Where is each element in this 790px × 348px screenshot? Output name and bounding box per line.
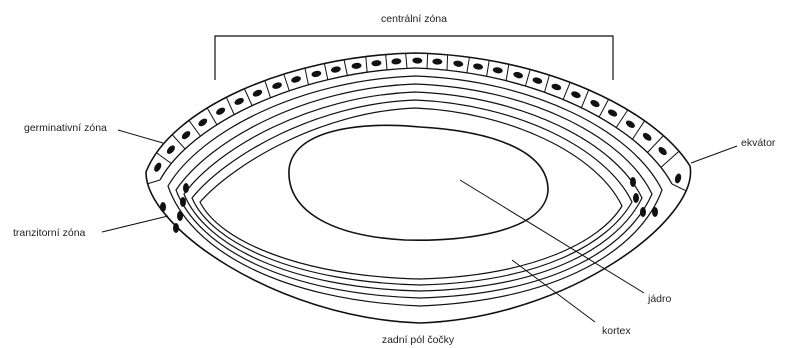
label-germinative-zone: germinativní zóna xyxy=(24,122,107,134)
lens-nucleus xyxy=(289,125,548,240)
cell-wall xyxy=(284,74,290,91)
cell-nucleus xyxy=(607,108,619,118)
label-transitional-zone: tranzitorní zóna xyxy=(13,227,86,239)
cell-wall xyxy=(207,108,217,125)
cell-wall xyxy=(544,75,549,92)
cell-wall xyxy=(487,60,490,76)
central-zone-bracket xyxy=(215,36,613,80)
cell-nucleus xyxy=(641,131,653,142)
cell-wall xyxy=(148,180,160,184)
cell-wall xyxy=(427,53,428,68)
cell-nucleus xyxy=(252,88,264,98)
leader-lines xyxy=(102,130,737,322)
cell-wall xyxy=(616,110,628,128)
cell-nucleus xyxy=(432,58,442,64)
cell-wall xyxy=(386,55,387,70)
cell-nucleus xyxy=(290,75,301,84)
cell-nucleus xyxy=(233,97,245,107)
cell-nucleus xyxy=(391,58,401,65)
cell-nucleus xyxy=(351,62,361,69)
germinative-zone-leader xyxy=(118,130,163,143)
cell-nucleus xyxy=(165,144,176,155)
cell-nucleus xyxy=(589,99,601,109)
cell-wall xyxy=(672,184,686,191)
cell-wall xyxy=(226,97,234,114)
cell-wall xyxy=(632,121,644,139)
cell-wall xyxy=(581,90,588,108)
cell-wall xyxy=(563,82,570,99)
cell-nucleus xyxy=(657,145,668,156)
cell-nucleus xyxy=(625,119,637,130)
label-posterior-pole: zadní pól čočky xyxy=(382,334,455,346)
cell-nucleus xyxy=(412,57,422,63)
cell-nucleus xyxy=(674,173,682,184)
cell-wall xyxy=(366,57,367,73)
cell-nucleus xyxy=(330,66,341,74)
transitional-zone-leader xyxy=(102,216,168,232)
cell-wall xyxy=(447,55,448,70)
cell-wall xyxy=(344,60,347,76)
cell-nucleus xyxy=(271,81,282,90)
cell-wall xyxy=(189,120,200,136)
cell-wall xyxy=(406,53,407,68)
cell-nucleus xyxy=(153,161,163,173)
cell-wall xyxy=(324,64,327,80)
label-central-zone: centrální zóna xyxy=(381,13,447,25)
cell-wall xyxy=(305,68,308,85)
cell-wall xyxy=(265,81,271,98)
cell-nucleus xyxy=(180,130,191,141)
cell-wall xyxy=(244,89,252,106)
equator-leader xyxy=(691,146,737,163)
cell-nucleus xyxy=(532,76,543,85)
cell-wall xyxy=(467,57,470,73)
cell-nucleus xyxy=(492,67,503,75)
cell-nucleus xyxy=(473,63,484,71)
label-equator: ekvátor xyxy=(741,137,776,149)
cell-nucleus xyxy=(570,90,582,99)
cell-wall xyxy=(506,64,509,80)
cell-nucleus xyxy=(311,70,322,78)
epithelial-cell-walls xyxy=(148,53,686,191)
cell-nucleus xyxy=(197,117,209,128)
lens-capsule-outer xyxy=(146,53,691,323)
cell-wall xyxy=(525,69,530,86)
label-nucleus: jádro xyxy=(647,293,672,305)
cell-nucleus xyxy=(513,71,524,80)
cell-nucleus xyxy=(551,83,562,92)
cell-wall xyxy=(157,153,172,164)
label-cortex: kortex xyxy=(602,325,631,337)
cell-nucleus xyxy=(215,106,227,116)
cell-wall xyxy=(599,99,608,117)
cell-nucleus xyxy=(453,60,464,68)
cell-nucleus xyxy=(371,60,381,67)
